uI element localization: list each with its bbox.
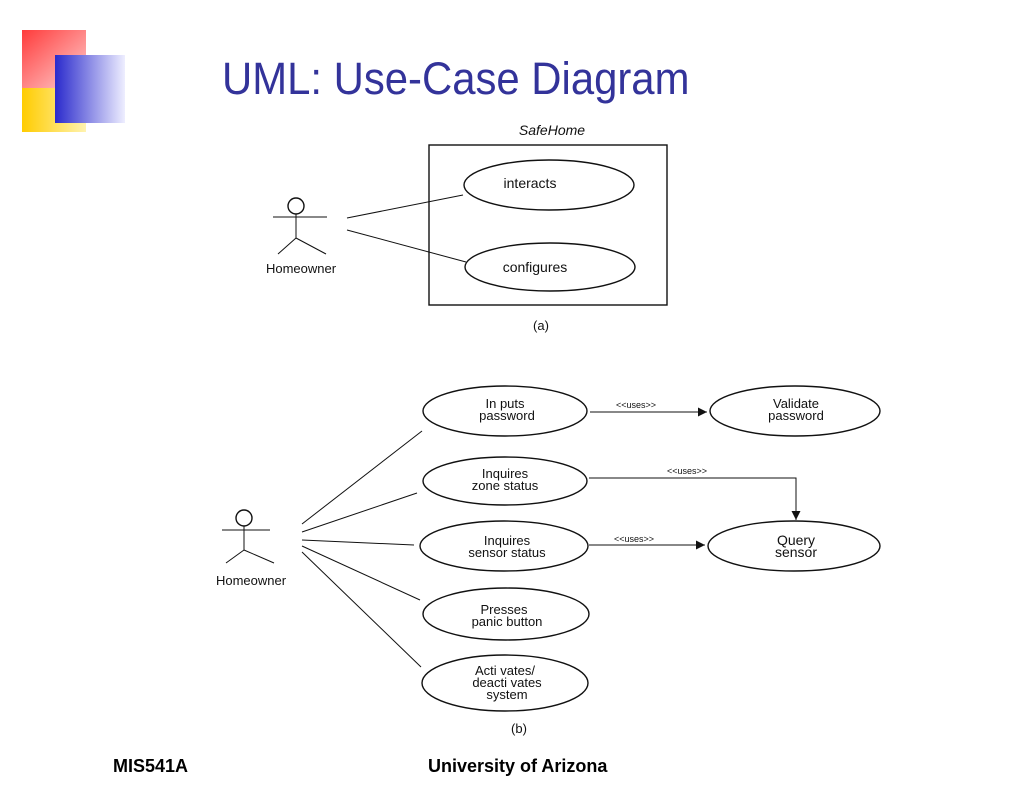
use-case-inputs-password: In puts password (422, 385, 588, 437)
use-case-interacts (463, 159, 635, 211)
use-case-label: sensor status (468, 545, 546, 560)
footer-university: University of Arizona (428, 756, 608, 776)
use-case-label: system (486, 687, 527, 702)
caption-a: (a) (533, 318, 549, 333)
association-line (301, 545, 421, 601)
uses-label: <<uses>> (667, 466, 707, 476)
use-case-label: sensor (775, 544, 817, 560)
slide-title: UML: Use-Case Diagram (222, 53, 690, 104)
use-case-label: Acti vates/ (475, 663, 535, 678)
use-case-label: password (768, 408, 824, 423)
actor-label: Homeowner (266, 261, 337, 276)
diagram-b: Homeowner <<uses>> <<uses>> <<uses>> In … (216, 385, 881, 736)
use-case-presses-panic-button: Presses panic button (422, 587, 590, 641)
association-line (346, 229, 467, 263)
actor-label: Homeowner (216, 573, 287, 588)
uses-label: <<uses>> (614, 534, 654, 544)
actor-homeowner-b: Homeowner (216, 509, 287, 588)
use-case-label: panic button (472, 614, 543, 629)
use-case-label: Query (777, 532, 815, 548)
association-line (301, 539, 415, 546)
footer-course-code: MIS541A (113, 756, 189, 776)
uses-arrow (589, 477, 801, 520)
use-case-label: In puts (485, 396, 525, 411)
caption-b: (b) (511, 721, 527, 736)
use-case-label: Validate (773, 396, 819, 411)
use-case-inquires-sensor-status: Inquires sensor status (419, 520, 589, 572)
actor-head (235, 509, 253, 527)
use-case-label: Presses (481, 602, 528, 617)
use-case-label: zone status (472, 478, 539, 493)
association-line (301, 492, 418, 533)
uses-label: <<uses>> (616, 400, 656, 410)
diagram-a: SafeHome Homeowner interacts configures … (266, 122, 668, 333)
use-case-label: password (479, 408, 535, 423)
logo (22, 30, 125, 132)
use-case-validate-password: Validate password (709, 385, 881, 437)
association-line (301, 430, 423, 525)
use-case-label: interacts (504, 175, 557, 191)
use-case-label: Inquires (482, 466, 529, 481)
use-case-configures (464, 242, 636, 292)
system-name-label: SafeHome (519, 122, 585, 138)
actor-homeowner-a: Homeowner (266, 197, 337, 276)
use-case-label: Inquires (484, 533, 531, 548)
association-line (346, 194, 464, 219)
use-case-inquires-zone-status: Inquires zone status (422, 456, 588, 506)
use-case-label: configures (503, 259, 568, 275)
logo-square-blue (55, 55, 125, 123)
use-case-label: deacti vates (472, 675, 542, 690)
use-case-query-sensor: Query sensor (707, 520, 881, 572)
association-line (301, 551, 422, 668)
use-case-activates-system: Acti vates/ deacti vates system (421, 654, 589, 712)
actor-head (287, 197, 305, 215)
